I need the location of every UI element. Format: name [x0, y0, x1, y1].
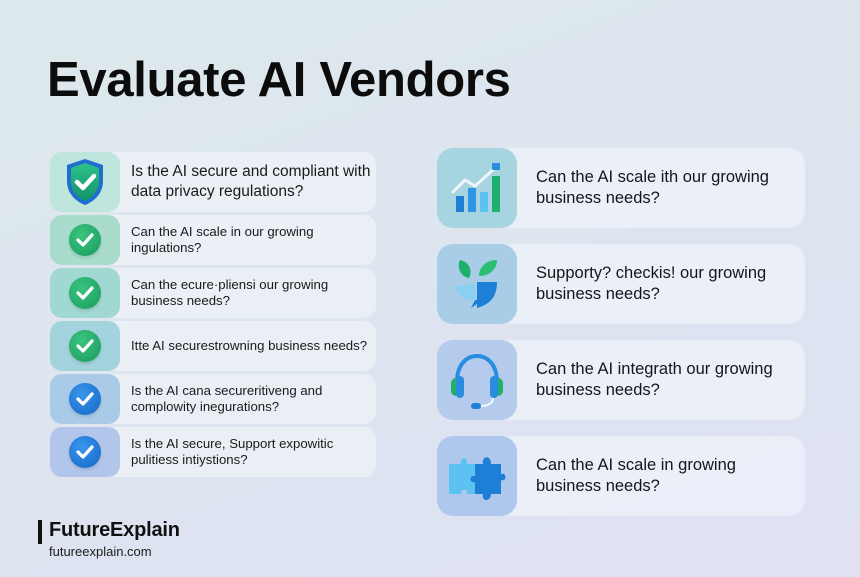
green-check-icon: [69, 224, 101, 256]
checklist-item-text: Is the AI secure and compliant with data…: [131, 163, 371, 200]
blue-check-icon: [69, 436, 101, 468]
blue-check-icon: [69, 383, 101, 415]
icon-tile: [437, 148, 517, 228]
icon-tile: [437, 340, 517, 420]
leaf-sprout-icon: [455, 260, 497, 308]
icon-tile: [50, 427, 120, 477]
criteria-text: Can the AI integrath our growing busines…: [536, 360, 773, 399]
checklist-item-text: Can the AI scale in our growing ingulati…: [131, 224, 314, 255]
icon-tile: [50, 152, 120, 212]
green-check-icon: [69, 277, 101, 309]
checklist-item-text: Is the AI secure, Support expowitic puli…: [131, 436, 334, 467]
headset-icon: [451, 353, 503, 409]
criteria-text: Can the AI scale ith our growing busines…: [536, 168, 769, 207]
checklist-item: Itte AI securestrowning business needs?: [50, 321, 376, 371]
page-title: Evaluate AI Vendors: [47, 53, 511, 107]
growth-chart-icon: [451, 163, 500, 212]
criteria-card: Can the AI scale in growing business nee…: [437, 436, 805, 516]
shield-check-icon: [67, 159, 103, 205]
checklist-item: Can the ecure·pliensi our growing busine…: [50, 268, 376, 318]
checklist-item-text: Can the ecure·pliensi our growing busine…: [131, 277, 329, 308]
criteria-card: Supporty? checkis! our growing business …: [437, 244, 805, 324]
icon-tile: [437, 436, 517, 516]
icon-tile: [50, 215, 120, 265]
checklist-item: Can the AI scale in our growing ingulati…: [50, 215, 376, 265]
checklist-item: Is the AI secure and compliant with data…: [50, 152, 376, 212]
icon-tile: [50, 268, 120, 318]
checklist-item-text: Is the AI cana secureritiveng and complo…: [131, 383, 323, 414]
compliance-checklist: Is the AI secure and compliant with data…: [50, 152, 376, 480]
brand-url[interactable]: futureexplain.com: [49, 544, 152, 559]
puzzle-icon: [449, 457, 506, 500]
vendor-criteria-list: Can the AI scale ith our growing busines…: [437, 148, 805, 532]
icon-tile: [50, 321, 120, 371]
icon-tile: [437, 244, 517, 324]
checklist-item-text: Itte AI securestrowning business needs?: [131, 338, 368, 353]
criteria-card: Can the AI scale ith our growing busines…: [437, 148, 805, 228]
brand-name: FutureExplain: [49, 519, 180, 541]
criteria-card: Can the AI integrath our growing busines…: [437, 340, 805, 420]
checklist-item: Is the AI cana secureritiveng and complo…: [50, 374, 376, 424]
brand-bar: [38, 520, 42, 544]
green-check-icon: [69, 330, 101, 362]
criteria-text: Supporty? checkis! our growing business …: [536, 264, 767, 303]
icon-tile: [50, 374, 120, 424]
criteria-text: Can the AI scale in growing business nee…: [536, 456, 736, 495]
checklist-item: Is the AI secure, Support expowitic puli…: [50, 427, 376, 477]
